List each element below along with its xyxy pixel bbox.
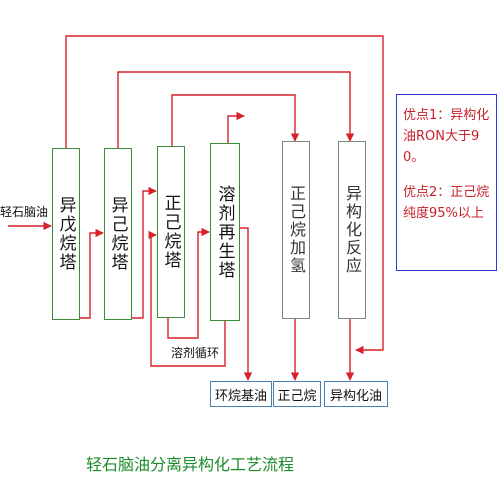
product-n-hexane: 正己烷 <box>273 381 321 407</box>
feed-label: 轻石脑油 <box>0 205 49 219</box>
advantage-2: 优点2：正己烷纯度95%以上 <box>403 185 490 221</box>
line-t4-top <box>227 111 245 148</box>
product-isomerate: 异构化油 <box>324 381 388 407</box>
line-t1-top <box>65 35 384 355</box>
product-base-oil: 环烷基油 <box>210 381 272 407</box>
advantage-1: 优点1：异构化油RON大于90。 <box>403 108 490 165</box>
unit-isomerization: 异构化反应 <box>338 141 366 319</box>
unit-label: 正己烷加氢 <box>287 185 306 275</box>
line-solvent-loop <box>148 230 226 367</box>
line-t3-top <box>171 94 300 146</box>
tower-label: 异己烷塔 <box>107 196 128 272</box>
unit-label: 异构化反应 <box>343 185 362 275</box>
line-t3-t4 <box>167 227 210 339</box>
solvent-loop-label: 溶剂循环 <box>171 346 220 360</box>
tower-label: 异戊烷塔 <box>55 196 76 272</box>
tower-solvent-regeneration: 溶剂再生塔 <box>210 143 240 321</box>
unit-hydrogenation: 正己烷加氢 <box>282 141 310 319</box>
tower-n-hexane: 正己烷塔 <box>157 146 185 318</box>
advantages-box: 优点1：异构化油RON大于90。 优点2：正己烷纯度95%以上 <box>396 94 497 271</box>
tower-isopentane: 异戊烷塔 <box>52 148 80 320</box>
tower-label: 正己烷塔 <box>160 194 181 270</box>
diagram-title: 轻石脑油分离异构化工艺流程 <box>85 455 294 474</box>
tower-label: 溶剂再生塔 <box>214 184 235 280</box>
line-t2-top <box>117 71 355 148</box>
tower-isohexane: 异己烷塔 <box>104 148 132 320</box>
line-t4-base-oil <box>240 227 253 381</box>
